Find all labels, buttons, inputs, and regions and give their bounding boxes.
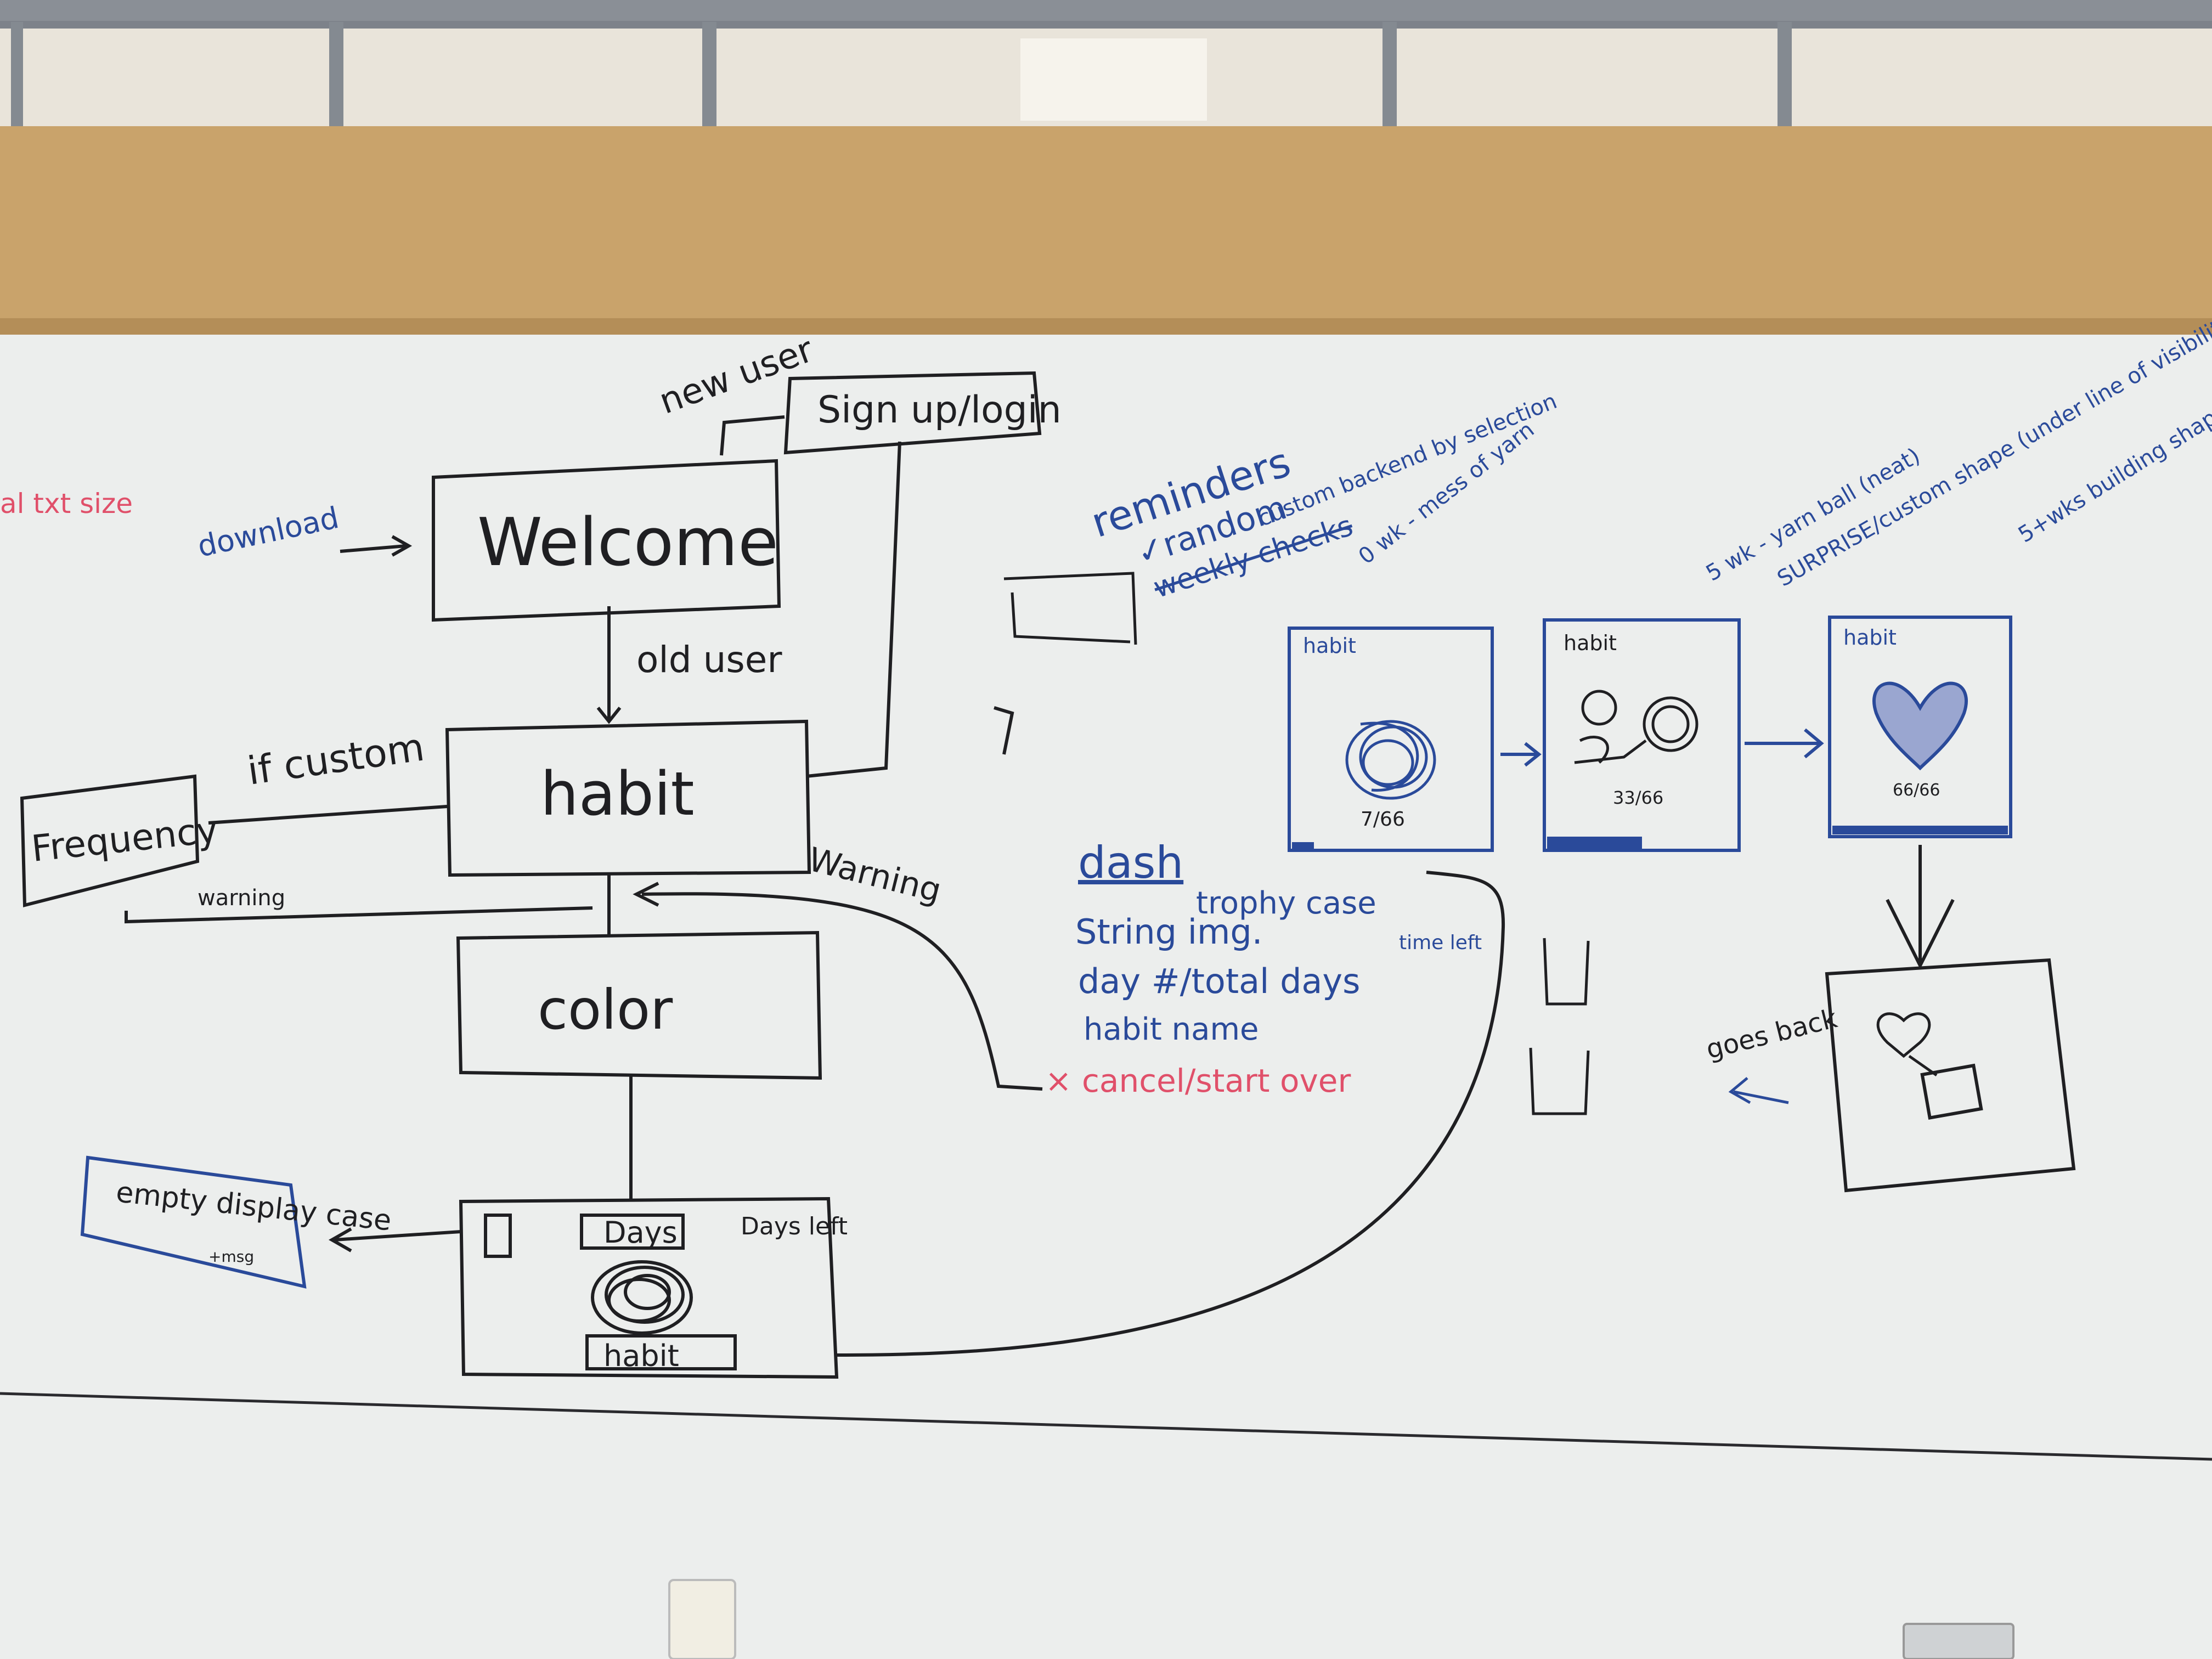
frame-2-progress-fill (1547, 837, 1642, 849)
frame-2-label: habit (1564, 631, 1617, 655)
wood-rail-edge (0, 318, 2212, 335)
habit-bottom-label: habit (603, 1339, 679, 1373)
color-label: color (538, 978, 673, 1042)
dash-time-left: time left (1399, 932, 1482, 954)
welcome-label: Welcome (477, 505, 778, 581)
ceiling-frame (0, 0, 2212, 22)
warning-small-label: warning (198, 885, 285, 911)
days-left-label: Days left (741, 1212, 848, 1240)
dash-cancel: × cancel/start over (1045, 1062, 1351, 1099)
dash-string-img: String img. (1075, 912, 1262, 952)
msg-label: +msg (208, 1248, 254, 1266)
days-label: Days (603, 1215, 678, 1250)
dash-title: dash (1078, 837, 1183, 888)
frame-3-label: habit (1843, 625, 1897, 650)
edge-text: al txt size (0, 488, 133, 520)
frame-1-count: 7/66 (1361, 808, 1405, 831)
wall-jack (669, 1580, 735, 1659)
frame-3-progress-fill (1832, 826, 2008, 834)
old-user-label: old user (636, 639, 782, 681)
habit-label: habit (540, 759, 695, 829)
frame-3-count: 66/66 (1893, 781, 1940, 800)
ceiling-light (1020, 38, 1207, 121)
frame-1-progress-fill (1292, 842, 1314, 850)
signup-label: Sign up/login (817, 388, 1062, 432)
frame-1-label: habit (1303, 634, 1356, 658)
frame-2-count: 33/66 (1613, 787, 1663, 808)
wood-rail (0, 126, 2212, 335)
dash-habit-name: habit name (1084, 1012, 1259, 1047)
wall-outlet (1904, 1624, 2013, 1659)
dash-day-total: day #/total days (1078, 961, 1360, 1001)
